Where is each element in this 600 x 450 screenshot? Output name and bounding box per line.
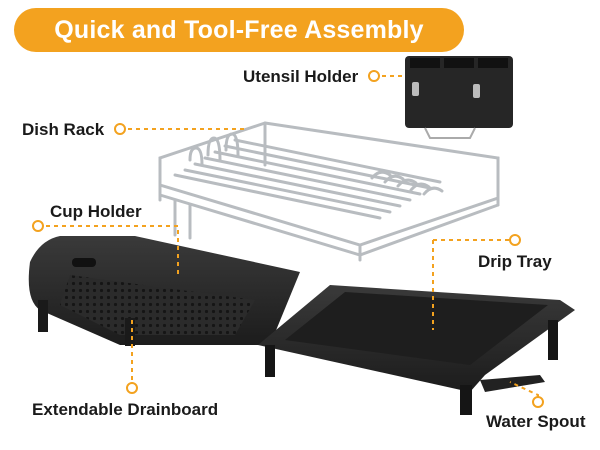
dish-rack-image <box>158 121 500 262</box>
extendable-drainboard-label: Extendable Drainboard <box>32 400 219 419</box>
water-spout-label: Water Spout <box>486 412 586 431</box>
drip-tray-image <box>258 285 575 415</box>
drip-tray-label: Drip Tray <box>478 252 552 271</box>
title-banner: Quick and Tool-Free Assembly <box>14 8 464 52</box>
cup-holder-label: Cup Holder <box>50 202 142 221</box>
callout-dots <box>32 70 544 408</box>
utensil-holder-image <box>405 56 513 139</box>
title-text: Quick and Tool-Free Assembly <box>54 15 424 44</box>
dish-rack-label: Dish Rack <box>22 120 105 139</box>
utensil-holder-label: Utensil Holder <box>243 67 359 86</box>
extendable-drainboard-image <box>28 236 300 346</box>
